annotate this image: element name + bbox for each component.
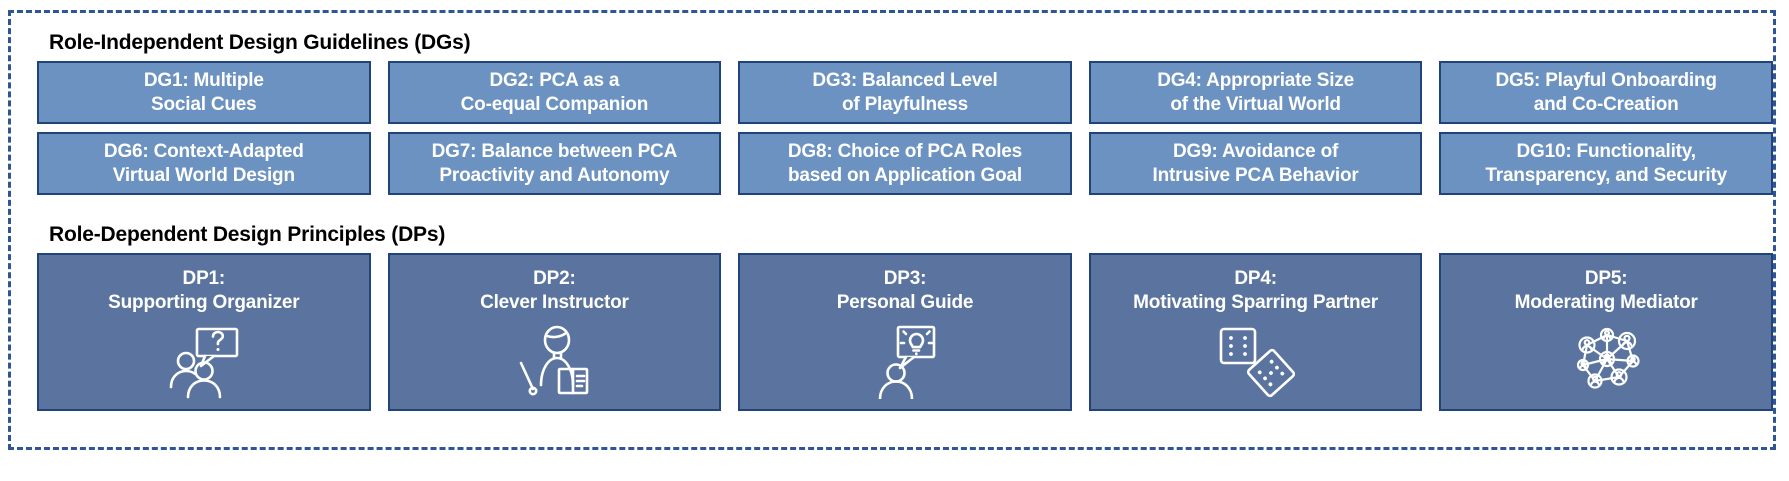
- section-header-design-principles: Role-Dependent Design Principles (DPs): [49, 223, 446, 246]
- dg-box-dg1: DG1: Multiple Social Cues: [37, 61, 371, 124]
- dp1-line-2: Supporting Organizer: [108, 291, 300, 313]
- dp-box-dp5: DP5: Moderating Mediator: [1439, 253, 1773, 411]
- two-people-question-bubble-icon: [161, 323, 247, 401]
- dp-box-dp1: DP1: Supporting Organizer: [37, 253, 371, 411]
- dp1-title: DP1: Supporting Organizer: [108, 267, 299, 315]
- dg10-line-1: DG10: Functionality,: [1516, 141, 1697, 163]
- dp3-line-2: Personal Guide: [836, 291, 974, 313]
- dg6-line-1: DG6: Context-Adapted: [103, 141, 304, 163]
- dg6-line-2: Virtual World Design: [112, 164, 295, 186]
- dp1-line-1: DP1:: [182, 268, 226, 289]
- dp5-title: DP5: Moderating Mediator: [1515, 267, 1698, 315]
- dg-box-dg4: DG4: Appropriate Size of the Virtual Wor…: [1088, 61, 1423, 124]
- dp4-line-2: Motivating Sparring Partner: [1133, 291, 1378, 313]
- dg5-line-1: DG5: Playful Onboarding: [1495, 70, 1718, 92]
- dg2-line-1: DG2: PCA as a: [489, 70, 620, 92]
- dg3-line-1: DG3: Balanced Level: [812, 70, 998, 92]
- dg-box-dg2: DG2: PCA as a Co-equal Companion: [387, 61, 722, 124]
- dg9-line-1: DG9: Avoidance of: [1172, 141, 1339, 163]
- dg-box-dg5: DG5: Playful Onboarding and Co-Creation: [1439, 61, 1773, 124]
- dg8-line-2: based on Application Goal: [788, 164, 1022, 186]
- dp4-title: DP4: Motivating Sparring Partner: [1133, 267, 1378, 315]
- dg-box-dg7: DG7: Balance between PCA Proactivity and…: [387, 132, 722, 195]
- dp3-title: DP3: Personal Guide: [837, 267, 974, 315]
- dg10-line-2: Transparency, and Security: [1485, 164, 1727, 186]
- dg2-line-2: Co-equal Companion: [460, 93, 649, 115]
- dg-box-dg9: DG9: Avoidance of Intrusive PCA Behavior: [1088, 132, 1423, 195]
- dp3-line-1: DP3:: [883, 268, 927, 289]
- two-dice-icon: [1213, 323, 1299, 401]
- dg7-line-1: DG7: Balance between PCA: [431, 141, 678, 163]
- dg-box-dg3: DG3: Balanced Level of Playfulness: [738, 61, 1072, 124]
- dg-box-dg6: DG6: Context-Adapted Virtual World Desig…: [37, 132, 371, 195]
- dg8-line-1: DG8: Choice of PCA Roles: [787, 141, 1023, 163]
- dg-box-dg10: DG10: Functionality, Transparency, and S…: [1439, 132, 1773, 195]
- dg4-line-2: of the Virtual World: [1170, 93, 1341, 115]
- dg1-line-1: DG1: Multiple: [143, 70, 264, 92]
- dp2-line-2: Clever Instructor: [480, 291, 629, 313]
- dg-box-dg8: DG8: Choice of PCA Roles based on Applic…: [738, 132, 1072, 195]
- dg3-line-2: of Playfulness: [841, 93, 968, 115]
- dg4-line-1: DG4: Appropriate Size: [1157, 70, 1354, 92]
- design-guidelines-row-2: DG6: Context-Adapted Virtual World Desig…: [37, 132, 1773, 195]
- design-principles-row: DP1: Supporting Organizer DP: [37, 253, 1773, 411]
- dp5-line-2: Moderating Mediator: [1514, 291, 1698, 313]
- diagram-frame: Role-Independent Design Guidelines (DGs)…: [8, 10, 1776, 450]
- dp-box-dp2: DP2: Clever Instructor: [387, 253, 722, 411]
- person-lightbulb-bubble-icon: [862, 323, 948, 401]
- dp2-line-1: DP2:: [533, 268, 576, 289]
- dp5-line-1: DP5:: [1584, 268, 1628, 289]
- instructor-pointer-book-icon: [511, 323, 597, 401]
- dp-box-dp4: DP4: Motivating Sparring Partner: [1088, 253, 1423, 411]
- dp-box-dp3: DP3: Personal Guide: [738, 253, 1072, 411]
- dg1-line-2: Social Cues: [151, 93, 257, 115]
- dg9-line-2: Intrusive PCA Behavior: [1152, 164, 1359, 186]
- design-guidelines-row-1: DG1: Multiple Social Cues DG2: PCA as a …: [37, 61, 1773, 124]
- dg7-line-2: Proactivity and Autonomy: [439, 164, 670, 186]
- section-header-design-guidelines: Role-Independent Design Guidelines (DGs): [49, 31, 471, 54]
- dg5-line-2: and Co-Creation: [1533, 93, 1679, 115]
- dp4-line-1: DP4:: [1234, 268, 1277, 289]
- people-network-icon: [1563, 323, 1649, 401]
- dp2-title: DP2: Clever Instructor: [480, 267, 629, 315]
